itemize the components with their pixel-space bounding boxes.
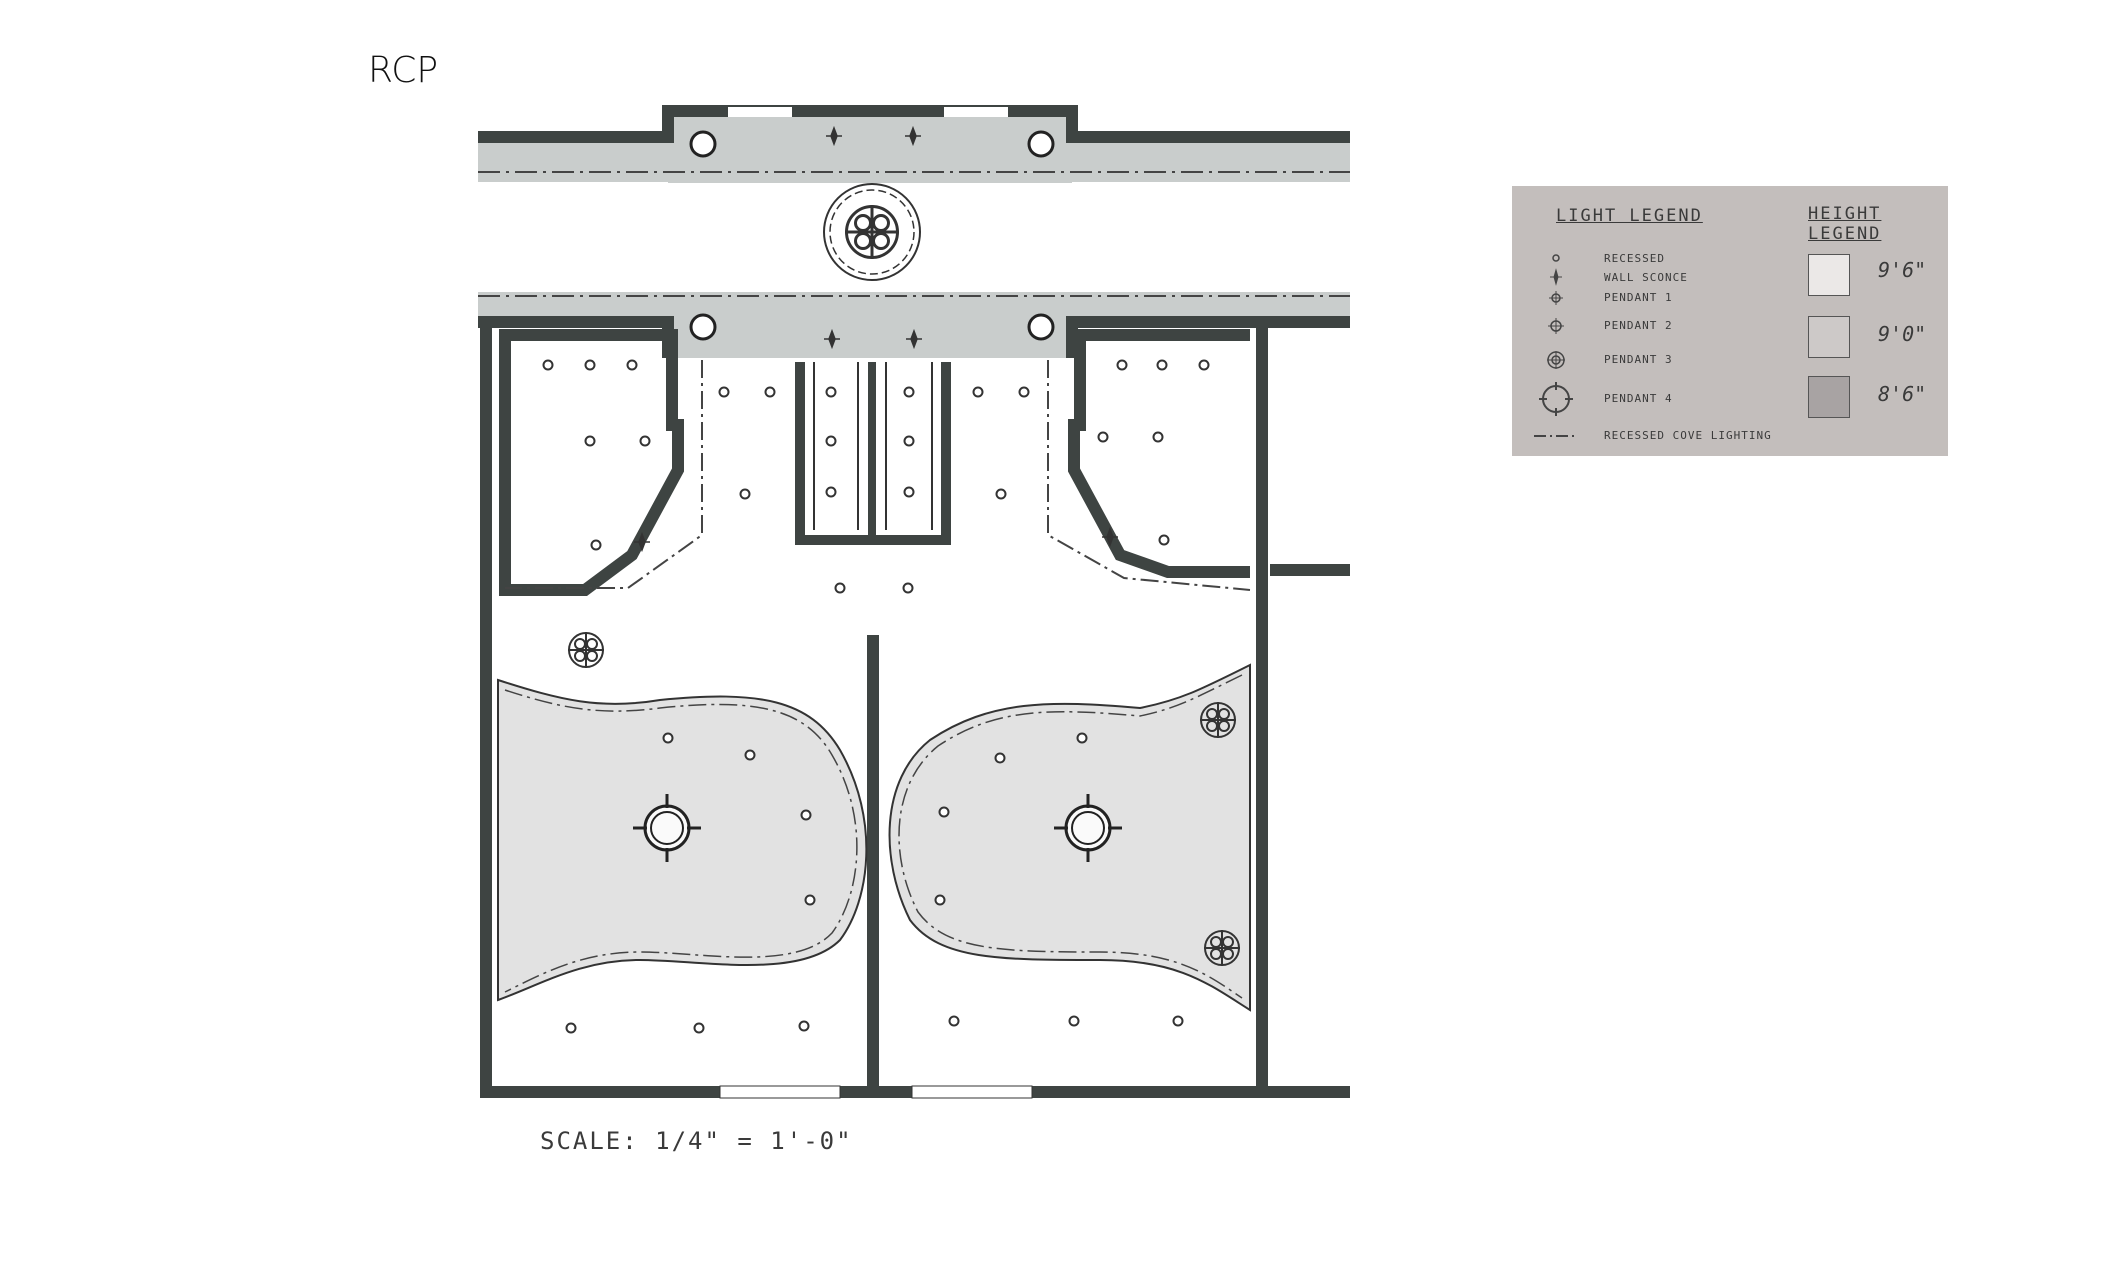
legend-symbols <box>1534 254 1578 437</box>
recessed-light-icon <box>800 809 812 821</box>
height-value-9-6: 9'6" <box>1878 258 1927 282</box>
recessed-light-icon <box>825 435 837 447</box>
recessed-light-icon <box>1018 386 1030 398</box>
recessed-light-icon <box>1552 254 1560 262</box>
legend-label-pendant-3: PENDANT 3 <box>1604 353 1673 366</box>
pendant-3-icon <box>1203 929 1241 967</box>
recessed-light-icon <box>903 435 915 447</box>
legend-label-pendant-1: PENDANT 1 <box>1604 291 1673 304</box>
height-legend-title: HEIGHT LEGEND <box>1808 204 1882 244</box>
recessed-light-icon <box>1172 1015 1184 1027</box>
recessed-light-icon <box>995 488 1007 500</box>
pendant-3-icon <box>1547 351 1565 369</box>
height-swatch-9-0 <box>1808 316 1850 358</box>
pendant-3-medallion <box>823 183 921 281</box>
recessed-light-icon <box>565 1022 577 1034</box>
recessed-light-icon <box>764 386 776 398</box>
recessed-light-icon <box>1116 359 1128 371</box>
legend-label-pendant-2: PENDANT 2 <box>1604 319 1673 332</box>
recessed-light-icon <box>903 486 915 498</box>
recessed-light-icon <box>584 359 596 371</box>
scale-note: SCALE: 1/4" = 1'-0" <box>540 1127 853 1155</box>
recessed-light-icon <box>834 582 846 594</box>
page-title: RCP <box>368 50 439 91</box>
recessed-light-icon <box>739 488 751 500</box>
recessed-light-icon <box>1076 732 1088 744</box>
legend-label-cove-lighting: RECESSED COVE LIGHTING <box>1604 429 1772 442</box>
pendant-2-icon <box>1548 318 1564 334</box>
recessed-lights <box>542 359 1210 1034</box>
recessed-light-icon <box>902 582 914 594</box>
recessed-light-icon <box>626 359 638 371</box>
recessed-light-icon <box>972 386 984 398</box>
central-closets <box>795 362 951 545</box>
pendant-3-icon <box>567 631 605 669</box>
recessed-light-icon <box>1068 1015 1080 1027</box>
recessed-light-icon <box>798 1020 810 1032</box>
recessed-light-icon <box>693 1022 705 1034</box>
recessed-light-icon <box>825 486 837 498</box>
recessed-light-icon <box>662 732 674 744</box>
recessed-light-icon <box>1198 359 1210 371</box>
pendant-1-icon <box>1549 291 1563 305</box>
recessed-light-icon <box>590 539 602 551</box>
recessed-light-icon <box>584 435 596 447</box>
recessed-light-icon <box>825 386 837 398</box>
recessed-light-icon <box>744 749 756 761</box>
recessed-light-icon <box>938 806 950 818</box>
recessed-light-icon <box>1097 431 1109 443</box>
height-value-8-6: 8'6" <box>1878 382 1927 406</box>
recessed-light-icon <box>639 435 651 447</box>
legend-label-pendant-4: PENDANT 4 <box>1604 392 1673 405</box>
recessed-light-icon <box>1158 534 1170 546</box>
legend-card: LIGHT LEGEND HEIGHT LEGEND RECESSED WALL… <box>1512 186 1948 456</box>
recessed-light-icon <box>1152 431 1164 443</box>
recessed-light-icon <box>1156 359 1168 371</box>
room-upper-left <box>499 329 703 596</box>
wall-sconce-icon <box>1550 268 1562 286</box>
corridor-top <box>478 105 1350 183</box>
recessed-light-icon <box>934 894 946 906</box>
recessed-light-icon <box>804 894 816 906</box>
corridor-middle <box>478 292 1350 358</box>
exterior-walls <box>480 322 1350 1098</box>
room-upper-right <box>1047 329 1251 591</box>
bottom-windows <box>719 1085 1033 1099</box>
height-swatch-8-6 <box>1808 376 1850 418</box>
legend-label-wall-sconce: WALL SCONCE <box>1604 271 1688 284</box>
height-swatch-9-6 <box>1808 254 1850 296</box>
pendant-3-icon <box>1199 701 1237 739</box>
recessed-light-icon <box>948 1015 960 1027</box>
recessed-light-icon <box>994 752 1006 764</box>
recessed-light-icon <box>718 386 730 398</box>
recessed-light-icon <box>542 359 554 371</box>
pendant-4-icon <box>1539 382 1573 416</box>
height-value-9-0: 9'0" <box>1878 322 1927 346</box>
light-legend-title: LIGHT LEGEND <box>1556 206 1703 226</box>
legend-label-recessed: RECESSED <box>1604 252 1665 265</box>
recessed-light-icon <box>903 386 915 398</box>
